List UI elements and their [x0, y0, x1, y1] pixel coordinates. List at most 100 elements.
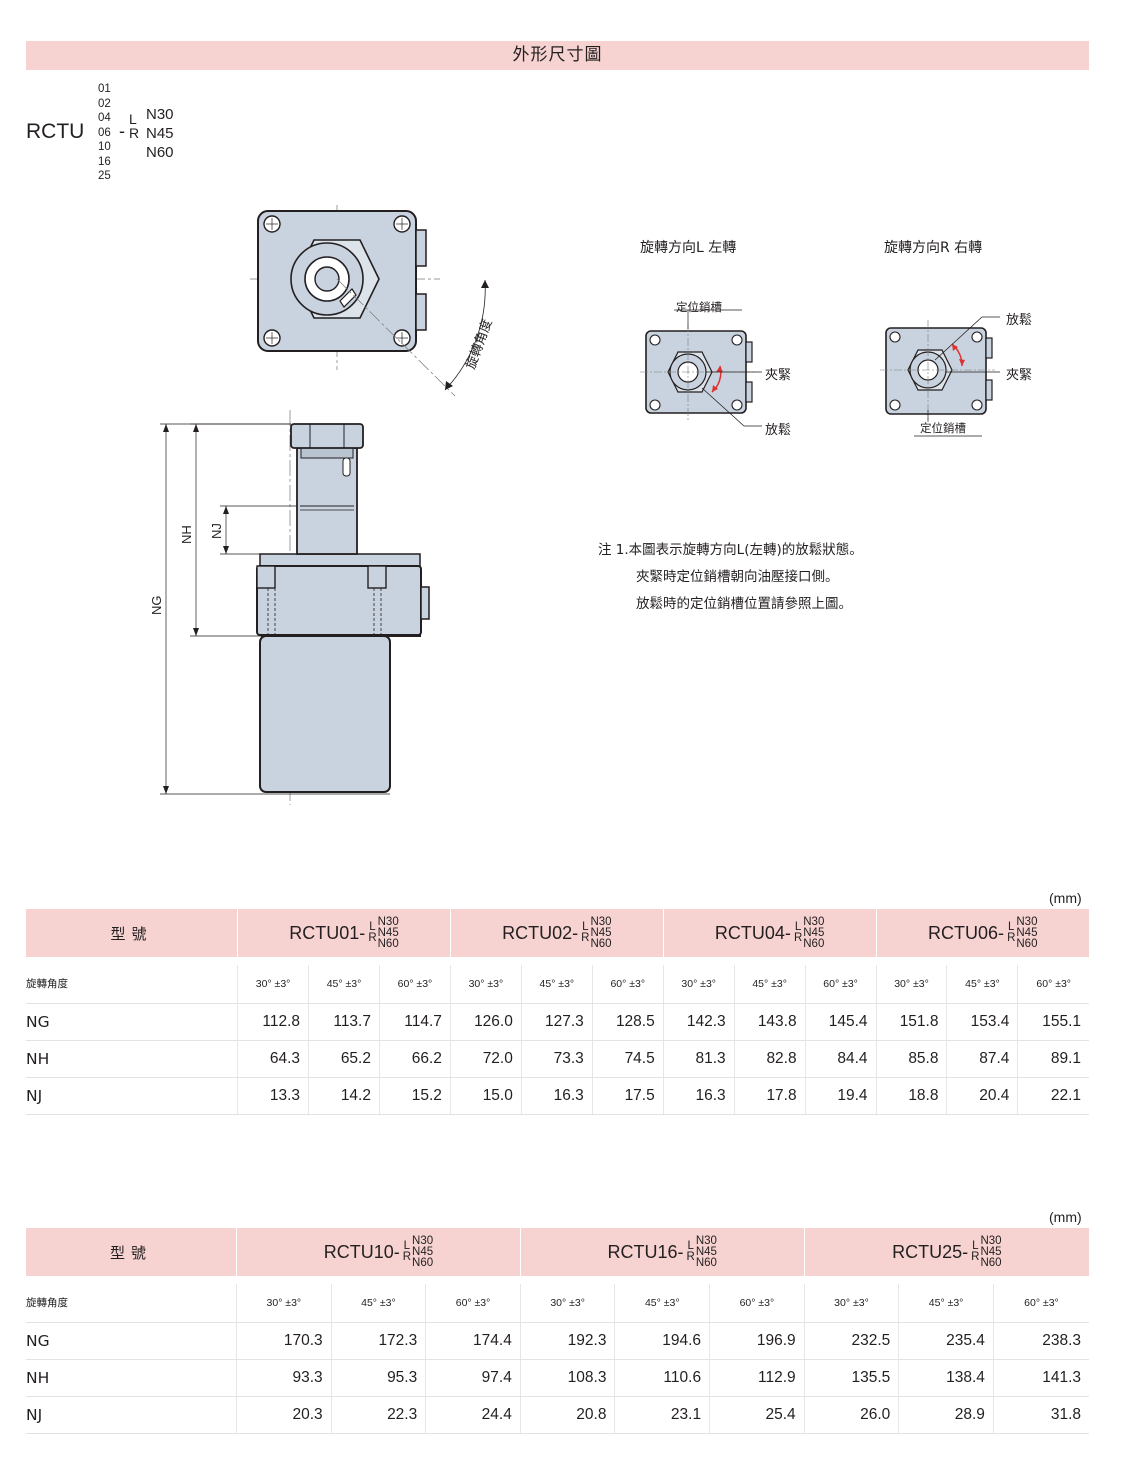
model-code-size: 16: [98, 155, 111, 168]
group-angle: N45: [695, 1245, 717, 1258]
angle-cell: 30° ±3°: [803, 1284, 899, 1323]
rotation-angle-label: 旋轉角度: [463, 317, 496, 371]
angle-cell: 60° ±3°: [804, 965, 877, 1004]
row-label: NJ: [26, 1077, 238, 1115]
value-cell: 112.8: [237, 1003, 309, 1041]
row-label: NG: [26, 1322, 237, 1360]
angle-row-label: 旋轉角度: [26, 965, 238, 1004]
value-cell: 22.1: [1017, 1077, 1089, 1115]
rotation-right-release-label: 放鬆: [1006, 313, 1033, 328]
note: 注 1.本圖表示旋轉方向L(左轉)的放鬆狀態。 夾緊時定位銷槽朝向油壓接口側。 …: [598, 537, 863, 618]
model-code-directions: L R: [129, 112, 139, 140]
group-prefix: RCTU16-: [607, 1241, 684, 1262]
value-cell: 174.4: [425, 1322, 521, 1360]
group-dir: R: [971, 1251, 980, 1263]
angle-cell: 45° ±3°: [614, 1284, 710, 1323]
value-cell: 97.4: [425, 1359, 521, 1397]
table-row: NG 112.8 113.7 114.7 126.0 127.3 128.5 1…: [26, 1003, 1089, 1041]
value-cell: 135.5: [803, 1359, 899, 1397]
group-angle: N45: [980, 1245, 1002, 1258]
group-angle: N60: [1016, 937, 1038, 950]
value-cell: 20.4: [946, 1077, 1018, 1115]
row-label: NG: [26, 1003, 238, 1041]
group-angle: N30: [590, 915, 612, 928]
angle-cell: 60° ±3°: [378, 965, 451, 1004]
rotation-left-title: 旋轉方向L 左轉: [640, 240, 737, 256]
rotation-left-pin-slot-label: 定位銷槽: [676, 300, 722, 314]
model-code-size: 10: [98, 141, 111, 153]
rotation-left-release-label: 放鬆: [765, 423, 792, 438]
value-cell: 155.1: [1017, 1003, 1089, 1041]
value-cell: 18.8: [875, 1077, 947, 1115]
value-cell: 16.3: [520, 1077, 593, 1115]
group-prefix: RCTU02-: [502, 922, 579, 943]
angle-cell: 45° ±3°: [308, 965, 380, 1004]
group-angle: N30: [412, 1234, 434, 1247]
angle-cell: 30° ±3°: [237, 965, 309, 1004]
model-code-size: 06: [98, 126, 111, 139]
group-dir: L: [582, 921, 589, 933]
value-cell: 127.3: [520, 1003, 593, 1041]
value-cell: 85.8: [875, 1040, 947, 1078]
group-prefix: RCTU10-: [323, 1241, 400, 1262]
model-code-size: 04: [98, 112, 111, 124]
row-label: NH: [26, 1359, 237, 1397]
model-code-angle: N60: [146, 144, 174, 161]
model-code-angle: N45: [146, 125, 174, 142]
model-code-size: 02: [98, 97, 111, 110]
value-cell: 192.3: [519, 1322, 615, 1360]
model-code-sizes: 01 02 04 06 10 16 25: [98, 82, 111, 184]
model-code-direction: R: [129, 125, 140, 141]
angle-cell: 60° ±3°: [992, 1284, 1089, 1323]
value-cell: 153.4: [946, 1003, 1018, 1041]
value-cell: 128.5: [591, 1003, 664, 1041]
model-code-direction: L: [129, 111, 137, 127]
value-cell: 15.0: [449, 1077, 522, 1115]
model-code: RCTU 01 02 04 06 10 16 25 - L R N30 N45 …: [26, 82, 206, 192]
angle-cell: 60° ±3°: [1017, 965, 1089, 1004]
rotation-left-diagram: [640, 309, 762, 427]
note-line: 放鬆時的定位銷槽位置請參照上圖。: [636, 596, 852, 612]
group-prefix: RCTU06-: [928, 922, 1005, 943]
group-prefix: RCTU01-: [289, 922, 366, 943]
dim-nh-label: NH: [179, 525, 194, 544]
angle-cell: 60° ±3°: [709, 1284, 805, 1323]
group-angle: N30: [695, 1234, 717, 1247]
value-cell: 16.3: [662, 1077, 735, 1115]
value-cell: 23.1: [614, 1396, 710, 1434]
value-cell: 20.8: [519, 1396, 615, 1434]
value-cell: 110.6: [614, 1359, 710, 1397]
angle-cell: 30° ±3°: [875, 965, 947, 1004]
model-code-dash: -: [119, 121, 125, 141]
model-code-base: RCTU: [26, 120, 85, 143]
angle-cell: 60° ±3°: [425, 1284, 521, 1323]
group-angle: N60: [695, 1256, 717, 1269]
group-angle: N60: [377, 937, 399, 950]
group-dir: R: [1007, 932, 1016, 944]
value-cell: 145.4: [804, 1003, 877, 1041]
table1-unit: (mm): [1049, 890, 1082, 906]
value-cell: 95.3: [330, 1359, 426, 1397]
model-code-size: 25: [98, 170, 111, 182]
value-cell: 19.4: [804, 1077, 877, 1115]
value-cell: 14.2: [308, 1077, 380, 1115]
value-cell: 151.8: [875, 1003, 947, 1041]
value-cell: 87.4: [946, 1040, 1018, 1078]
table2-unit: (mm): [1049, 1209, 1082, 1225]
value-cell: 25.4: [709, 1396, 805, 1434]
value-cell: 65.2: [308, 1040, 380, 1078]
group-dir: L: [369, 921, 376, 933]
group-prefix: RCTU04-: [714, 922, 791, 943]
value-cell: 17.5: [591, 1077, 664, 1115]
value-cell: 66.2: [378, 1040, 451, 1078]
model-code-angle: N30: [146, 106, 174, 123]
value-cell: 17.8: [733, 1077, 806, 1115]
